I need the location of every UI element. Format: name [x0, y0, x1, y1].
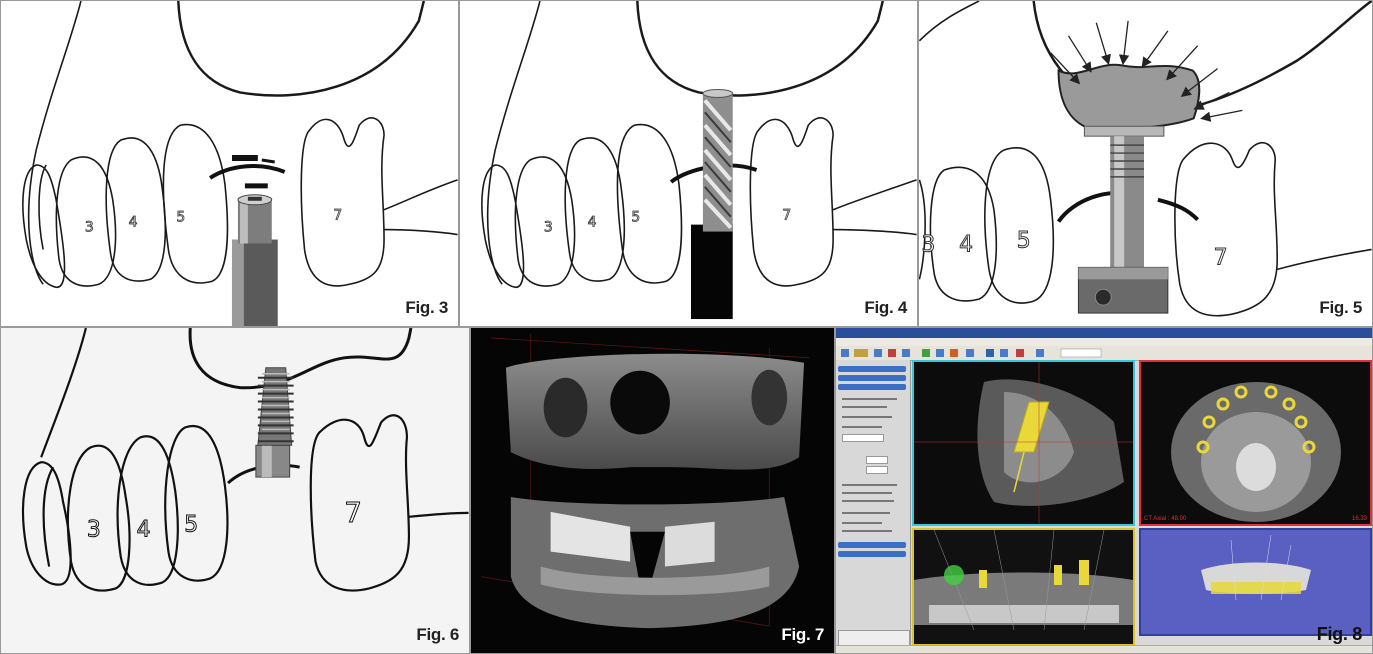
- toolbar-icons[interactable]: [836, 346, 1373, 360]
- sidebar-section-button[interactable]: [838, 366, 906, 372]
- sidebar-section-button[interactable]: [838, 375, 906, 381]
- axial-slice-label: CT Axial : 48.00: [1144, 516, 1186, 522]
- figure-8-software-screenshot: CT Axial : 48.00 16.33: [835, 327, 1373, 654]
- sidebar-text: [842, 416, 892, 418]
- tooth-number-3: 3: [921, 232, 935, 257]
- sidebar-text: [842, 426, 882, 428]
- tooth-number-5: 5: [176, 210, 185, 226]
- tooth-number-7: 7: [782, 208, 791, 224]
- tooth-number-3: 3: [85, 220, 94, 236]
- axial-slice-value: 16.33: [1352, 516, 1367, 522]
- planning-sidebar[interactable]: [836, 360, 911, 654]
- tooth-number-4: 4: [959, 232, 973, 257]
- tooth-number-7: 7: [333, 208, 342, 224]
- 3d-model-viewport[interactable]: [1139, 528, 1372, 636]
- sidebar-text: [842, 500, 894, 502]
- figure-3-illustration: 3 4 5 7: [1, 1, 458, 326]
- dental-implant: [256, 368, 294, 477]
- figure-7-ct-volume-render: [471, 328, 834, 653]
- sidebar-section-button[interactable]: [838, 542, 906, 548]
- sidebar-text: [842, 492, 892, 494]
- toolbar[interactable]: [836, 346, 1372, 361]
- 3d-jaw-model: [1141, 530, 1370, 634]
- sidebar-text: [842, 512, 890, 514]
- sagittal-ct-viewport[interactable]: [912, 360, 1135, 526]
- tooth-number-4: 4: [137, 518, 151, 543]
- panoramic-viewport[interactable]: [912, 528, 1135, 646]
- diameter-input[interactable]: [866, 456, 888, 464]
- figure-4-illustration: 3 4 5 7: [460, 1, 917, 326]
- figure-label: Fig. 7: [781, 625, 824, 645]
- axial-ct-viewport[interactable]: CT Axial : 48.00 16.33: [1139, 360, 1372, 526]
- length-input[interactable]: [866, 466, 888, 474]
- tooth-number-3: 3: [87, 518, 101, 543]
- implant-driver: [232, 195, 278, 326]
- figure-4-panel: 3 4 5 7 Fig. 4: [459, 0, 918, 327]
- figure-label: Fig. 4: [864, 298, 907, 318]
- sidebar-text: [842, 522, 882, 524]
- menu-bar[interactable]: [836, 338, 1372, 346]
- sagittal-ct-image: [914, 362, 1133, 524]
- sidebar-section-button[interactable]: [838, 551, 906, 557]
- figure-5-illustration: 3 4 5 7: [919, 1, 1372, 326]
- figure-6-illustration: 3 4 5 7: [1, 328, 469, 653]
- figure-3-panel: 3 4 5 7 Fig. 3: [0, 0, 459, 327]
- figure-7-panel: Fig. 7: [470, 327, 835, 654]
- tooth-number-7: 7: [1214, 245, 1228, 270]
- tooth-number-5: 5: [1017, 228, 1031, 253]
- figure-label: Fig. 8: [1317, 624, 1362, 645]
- tooth-number-3: 3: [544, 220, 553, 236]
- axial-ct-image: [1141, 362, 1370, 524]
- tooth-number-4: 4: [588, 215, 597, 231]
- sidebar-text: [842, 484, 897, 486]
- figure-label: Fig. 6: [416, 625, 459, 645]
- sidebar-section-button[interactable]: [838, 384, 906, 390]
- title-bar: [836, 328, 1372, 338]
- figure-label: Fig. 3: [405, 298, 448, 318]
- sidebar-text: [842, 406, 887, 408]
- tooth-number-5: 5: [184, 513, 198, 538]
- status-bar: [836, 645, 1372, 653]
- panoramic-ct-image: [914, 530, 1133, 644]
- figure-5-panel: 3 4 5 7 Fig. 5: [918, 0, 1373, 327]
- sidebar-text: [842, 398, 897, 400]
- sidebar-input[interactable]: [842, 434, 884, 442]
- tooth-number-7: 7: [344, 496, 362, 529]
- osteotome-drill: [691, 89, 733, 319]
- tooth-number-4: 4: [129, 215, 138, 231]
- tooth-number-5: 5: [631, 210, 640, 226]
- figure-6-panel: 3 4 5 7 Fig. 6: [0, 327, 470, 654]
- figure-label: Fig. 5: [1319, 298, 1362, 318]
- sidebar-text: [842, 530, 892, 532]
- sinus-lift-instrument: [1078, 126, 1167, 313]
